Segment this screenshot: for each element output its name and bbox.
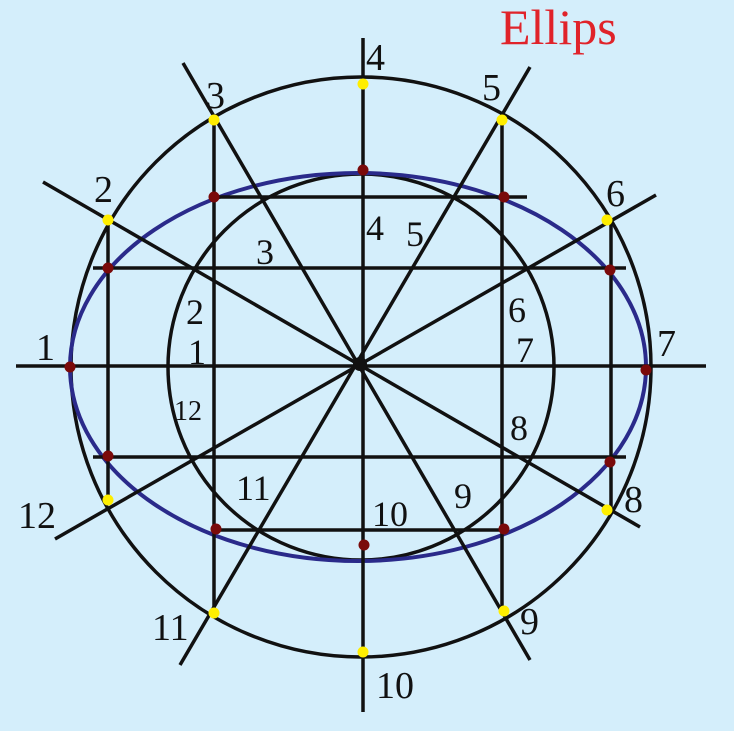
inner-label-8: 8 <box>510 408 528 448</box>
center-point <box>353 357 367 371</box>
outer-point-8 <box>601 504 613 516</box>
ellipse-point-10 <box>358 539 370 551</box>
outer-label-4: 4 <box>366 37 385 79</box>
diameters <box>16 38 706 712</box>
inner-label-11: 11 <box>236 468 271 508</box>
ellipse-point-9 <box>498 523 510 535</box>
ellipse-point-3 <box>208 191 220 203</box>
outer-point-5 <box>496 114 508 126</box>
inner-label-10: 10 <box>372 494 408 534</box>
outer-label-2: 2 <box>94 169 113 211</box>
outer-label-6: 6 <box>606 173 625 215</box>
inner-label-4: 4 <box>366 208 384 248</box>
outer-point-4 <box>357 78 369 90</box>
inner-label-9: 9 <box>454 476 472 516</box>
inner-labels: 1 2 3 4 5 6 7 8 9 10 11 12 <box>174 208 534 534</box>
ellipse-point-2 <box>102 262 114 274</box>
outer-points <box>102 78 613 658</box>
inner-label-5: 5 <box>406 214 424 254</box>
outer-label-3: 3 <box>206 75 225 117</box>
ellipse-point-7 <box>640 364 652 376</box>
ellipse-point-1 <box>64 361 76 373</box>
inner-label-6: 6 <box>508 290 526 330</box>
ellipse-point-11 <box>210 523 222 535</box>
ellipse-point-6 <box>604 264 616 276</box>
outer-point-11 <box>208 607 220 619</box>
outer-label-12: 12 <box>18 495 56 537</box>
outer-label-5: 5 <box>482 67 501 109</box>
outer-label-11: 11 <box>152 607 189 649</box>
outer-label-1: 1 <box>36 327 55 369</box>
inner-label-12: 12 <box>174 396 202 427</box>
inner-label-3: 3 <box>256 232 274 272</box>
ellipse-point-12 <box>102 450 114 462</box>
outer-point-9 <box>498 605 510 617</box>
outer-point-6 <box>601 214 613 226</box>
diameter-30 <box>42 180 641 529</box>
horizontal-construction-lines <box>93 195 626 532</box>
outer-label-9: 9 <box>520 601 539 643</box>
ellipse-points <box>64 164 652 551</box>
outer-label-7: 7 <box>657 323 676 365</box>
outer-label-10: 10 <box>376 665 414 707</box>
ellipse-point-5 <box>498 191 510 203</box>
ellipse-point-4 <box>357 164 369 176</box>
inner-label-1: 1 <box>188 332 206 372</box>
ellipse-point-8 <box>604 456 616 468</box>
outer-point-2 <box>102 214 114 226</box>
outer-labels: 1 2 3 4 5 6 7 8 9 10 11 12 <box>18 37 676 707</box>
outer-label-8: 8 <box>624 479 643 521</box>
outer-point-10 <box>357 646 369 658</box>
inner-label-2: 2 <box>186 292 204 332</box>
outer-point-12 <box>102 494 114 506</box>
inner-label-7: 7 <box>516 330 534 370</box>
outer-point-3 <box>208 114 220 126</box>
diagram-title: Ellips <box>500 0 617 55</box>
